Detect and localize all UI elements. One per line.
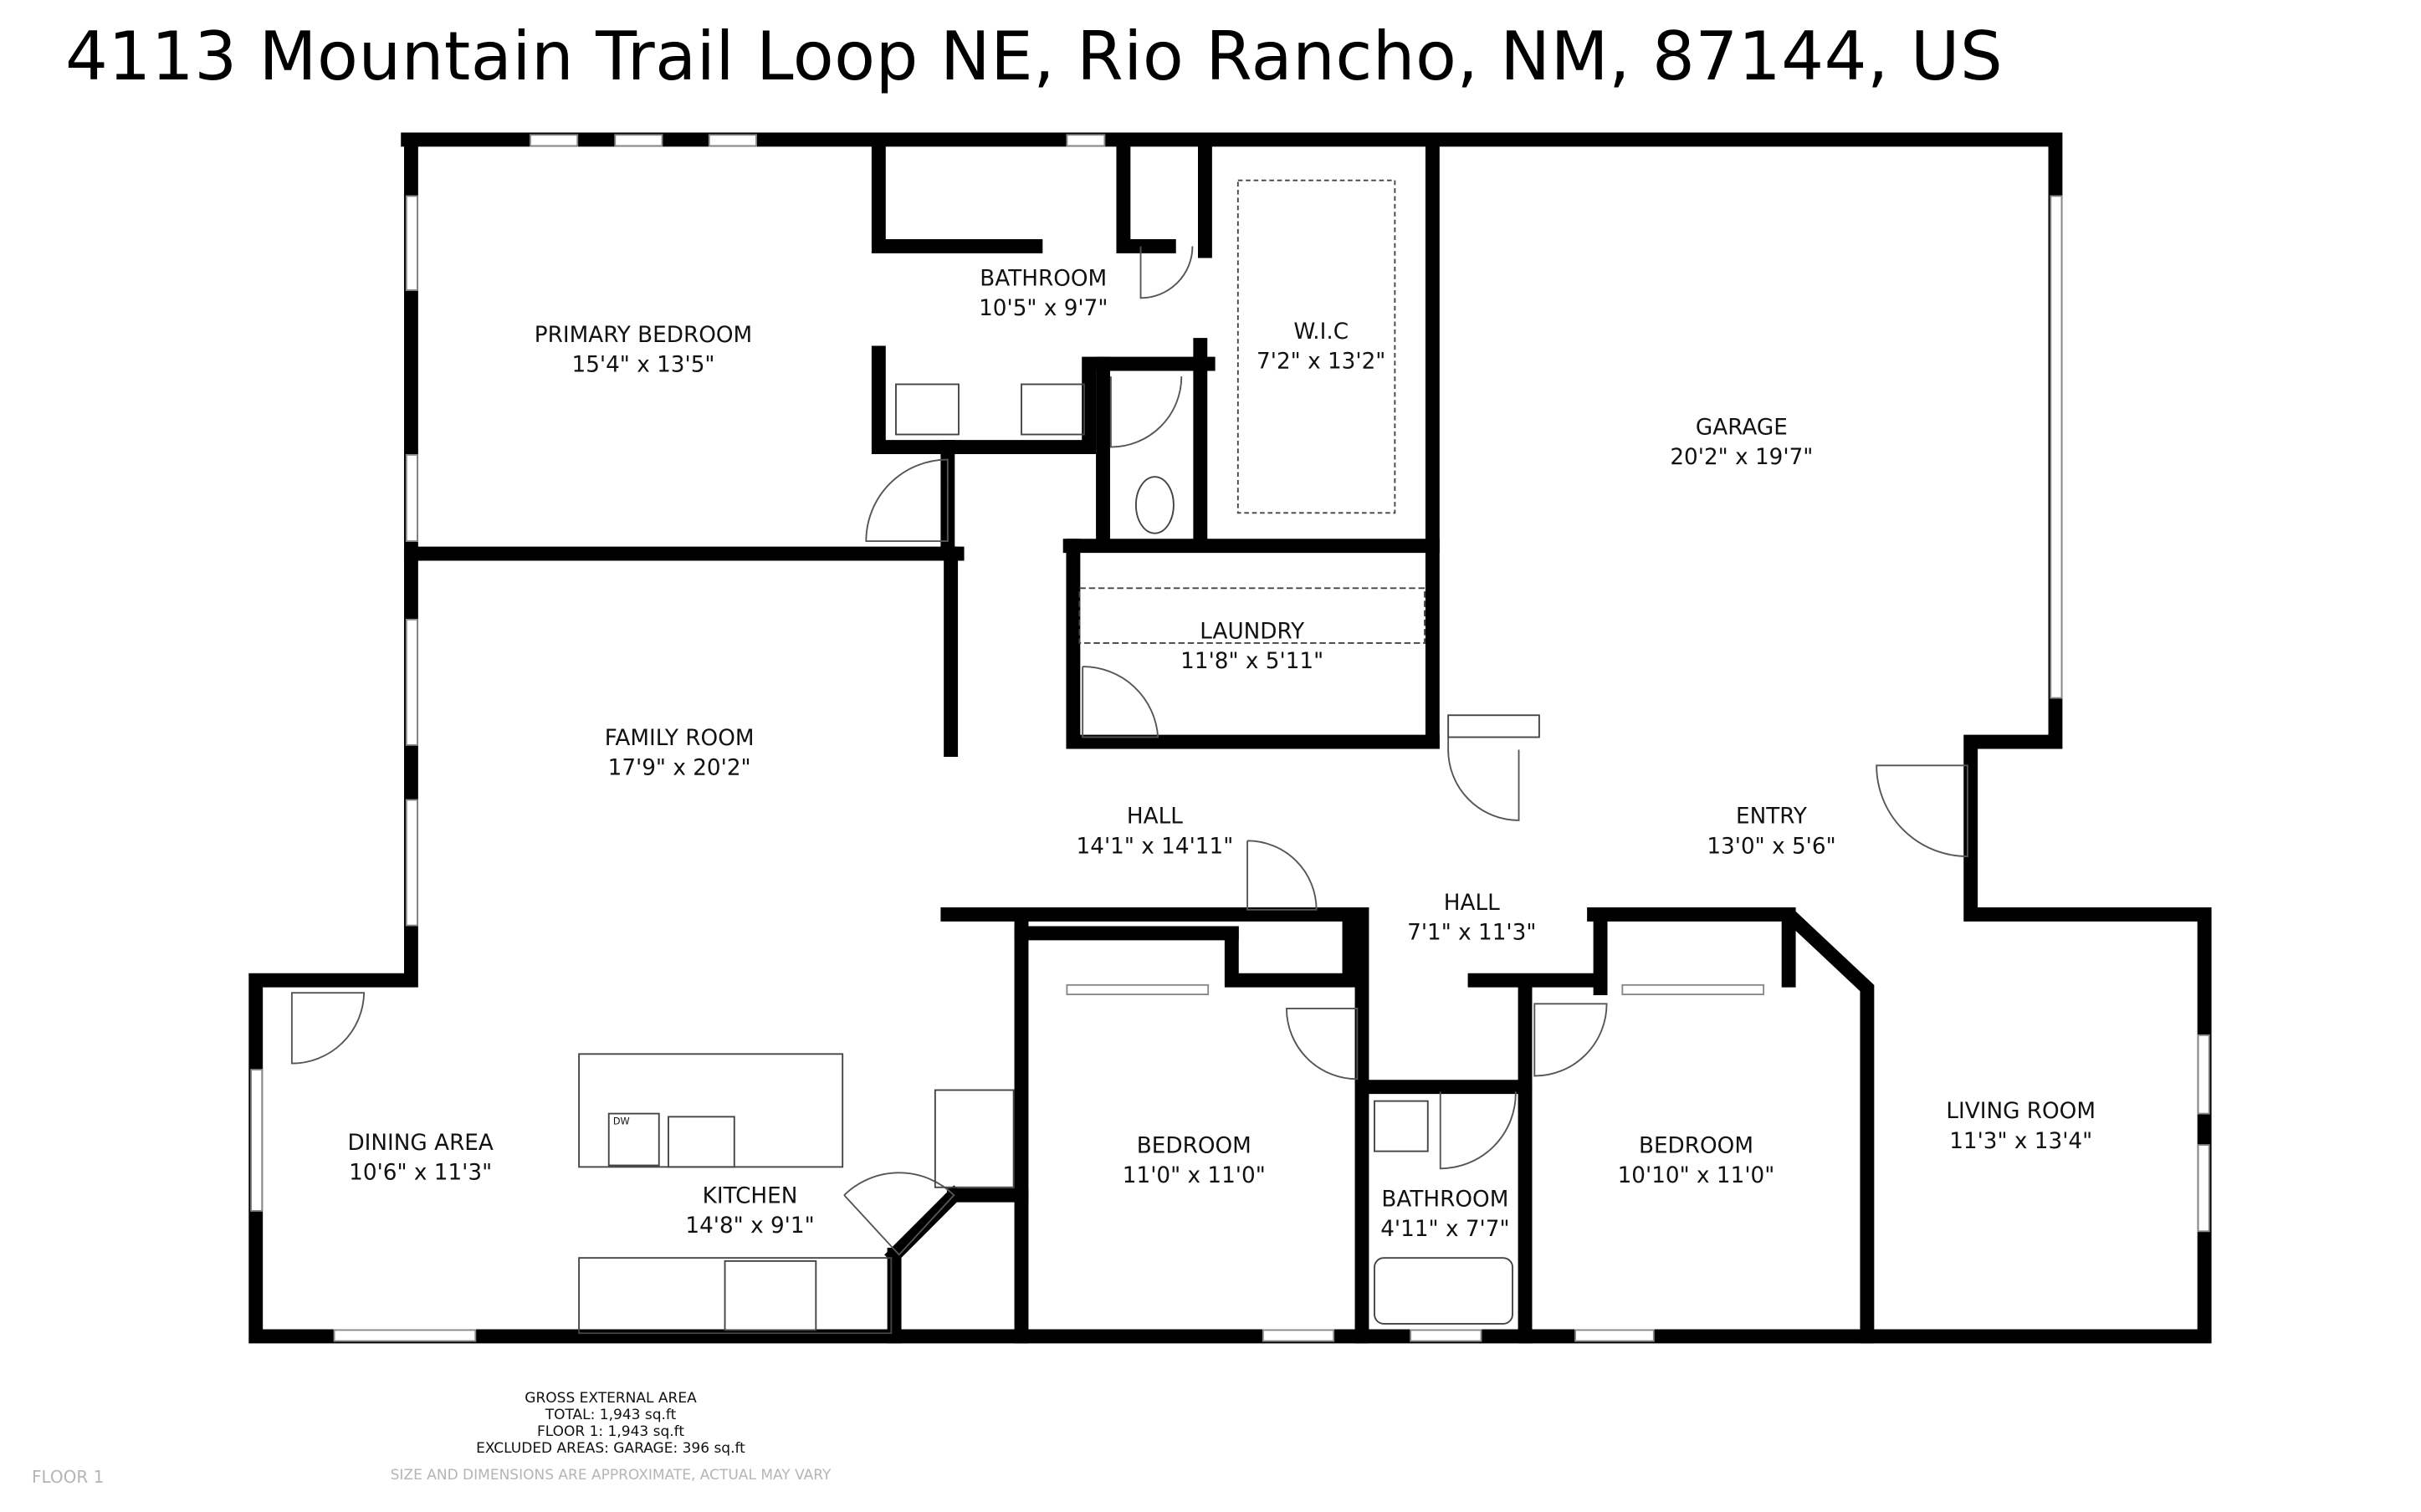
area-summary: GROSS EXTERNAL AREA TOTAL: 1,943 sq.ft F… [0, 1390, 1221, 1457]
bedroom-left-name: BEDROOM [1137, 1134, 1251, 1159]
kitchen-dims: 14'8" x 9'1" [685, 1213, 814, 1239]
fixtures [578, 179, 1540, 1335]
disclaimer: SIZE AND DIMENSIONS ARE APPROXIMATE, ACT… [390, 1467, 832, 1484]
bedroom-left-dims: 11'0" x 11'0" [1123, 1163, 1266, 1188]
dishwasher-label: DW [613, 1116, 630, 1127]
bathroom-hall-dims: 4'11" x 7'7" [1380, 1217, 1509, 1242]
hall-main-name: HALL [1127, 805, 1183, 830]
entry-name: ENTRY [1736, 805, 1808, 830]
area-floor1: FLOOR 1: 1,943 sq.ft [536, 1423, 685, 1440]
primary-bedroom-name: PRIMARY BEDROOM [535, 323, 752, 348]
page-title: 4113 Mountain Trail Loop NE, Rio Rancho,… [65, 18, 2004, 95]
room-labels: PRIMARY BEDROOM 15'4" x 13'5" BATHROOM 1… [347, 266, 2096, 1242]
laundry-dims: 11'8" x 5'11" [1180, 649, 1323, 674]
laundry-name: LAUNDRY [1200, 619, 1305, 644]
bathroom-primary-name: BATHROOM [980, 266, 1107, 291]
wic-name: W.I.C [1293, 319, 1349, 345]
family-room-dims: 17'9" x 20'2" [608, 756, 751, 781]
bathroom-primary-dims: 10'5" x 9'7" [979, 296, 1108, 321]
hall-main-dims: 14'1" x 14'11" [1077, 834, 1234, 859]
entry-dims: 13'0" x 5'6" [1707, 834, 1835, 859]
hall-small-dims: 7'1" x 11'3" [1407, 920, 1536, 945]
area-total: TOTAL: 1,943 sq.ft [545, 1407, 677, 1423]
bathroom-hall-name: BATHROOM [1381, 1187, 1508, 1212]
family-room-name: FAMILY ROOM [605, 726, 755, 751]
dining-area-dims: 10'6" x 11'3" [349, 1160, 492, 1185]
garage-name: GARAGE [1696, 416, 1788, 441]
bedroom-right-dims: 10'10" x 11'0" [1618, 1163, 1775, 1188]
primary-bedroom-dims: 15'4" x 13'5" [571, 352, 714, 377]
garage-dims: 20'2" x 19'7" [1670, 445, 1813, 470]
bedroom-right-name: BEDROOM [1639, 1134, 1753, 1159]
kitchen-name: KITCHEN [703, 1184, 798, 1209]
wic-dims: 7'2" x 13'2" [1257, 350, 1385, 375]
area-heading: GROSS EXTERNAL AREA [525, 1390, 697, 1407]
doors [290, 246, 1968, 1256]
floor-label: FLOOR 1 [32, 1467, 105, 1487]
hall-small-name: HALL [1444, 891, 1500, 916]
living-room-name: LIVING ROOM [1946, 1099, 2096, 1124]
windows [250, 134, 2210, 1342]
dining-area-name: DINING AREA [347, 1131, 493, 1156]
living-room-dims: 11'3" x 13'4" [1949, 1129, 2092, 1154]
area-excluded: EXCLUDED AREAS: GARAGE: 396 sq.ft [476, 1440, 745, 1457]
